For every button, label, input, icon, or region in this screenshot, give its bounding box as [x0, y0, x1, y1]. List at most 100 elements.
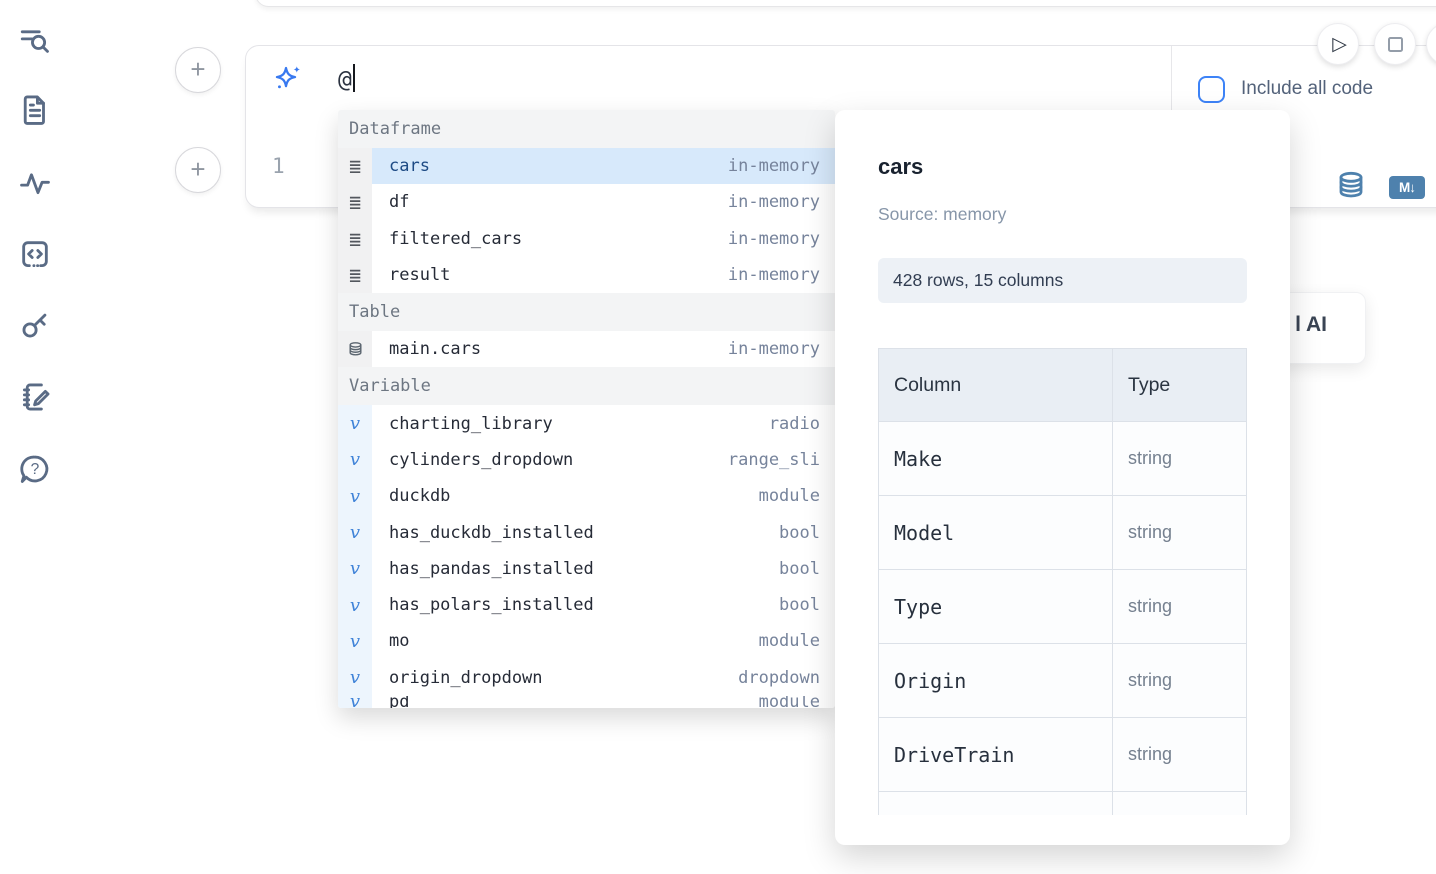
stop-button[interactable] — [1374, 23, 1416, 65]
completion-item-type: bool — [779, 523, 835, 543]
document-icon[interactable] — [18, 93, 54, 129]
schema-column-type: string — [1113, 718, 1247, 792]
schema-row-Type: Typestring — [879, 570, 1247, 644]
completion-item-name: origin_dropdown — [372, 668, 738, 688]
notebook-edit-icon[interactable] — [18, 380, 54, 416]
schema-row-Model: Modelstring — [879, 496, 1247, 570]
include-all-code-label: Include all code — [1241, 78, 1373, 100]
completion-item-type: module — [759, 696, 835, 708]
schema-column-name: Make — [879, 422, 1113, 496]
rows-icon: ≣ — [349, 229, 361, 249]
database-icon — [1335, 170, 1367, 202]
completion-item-type: bool — [779, 559, 835, 579]
svg-text:?: ? — [31, 461, 40, 478]
variable-icon: v — [350, 558, 360, 579]
completion-item-name: has_pandas_installed — [372, 559, 779, 579]
completion-item-has_polars_installed[interactable]: vhas_polars_installedbool — [338, 587, 835, 623]
run-button[interactable]: ▷ — [1317, 23, 1359, 65]
completion-section-header: Table — [338, 293, 835, 331]
completion-item-type: in-memory — [728, 229, 835, 249]
completion-item-main.cars[interactable]: main.carsin-memory — [338, 331, 835, 367]
completion-item-origin_dropdown[interactable]: v origin_dropdowndropdown — [338, 660, 835, 696]
code-snippet-icon[interactable] — [18, 237, 54, 273]
schema-column-name: Model — [879, 496, 1113, 570]
schema-table: ColumnType MakestringModelstringTypestri… — [878, 348, 1247, 815]
completion-item-type: module — [759, 631, 835, 651]
variable-icon: v — [350, 413, 360, 434]
schema-column-type: string — [1113, 422, 1247, 496]
schema-column-type: string — [1113, 644, 1247, 718]
completion-item-has_duckdb_installed[interactable]: vhas_duckdb_installedbool — [338, 514, 835, 550]
completion-item-type: in-memory — [728, 156, 835, 176]
variable-icon: v — [350, 595, 360, 616]
completion-item-result[interactable]: ≣ resultin-memory — [338, 257, 835, 293]
completion-item-name: pd — [372, 696, 759, 708]
completion-item-pd[interactable]: vpdmodule — [338, 696, 835, 708]
completion-menu: Dataframe≣carsin-memory≣dfin-memory≣filt… — [338, 110, 835, 708]
variable-icon: v — [350, 696, 360, 708]
completion-item-type: radio — [769, 414, 835, 434]
completion-section-header: Dataframe — [338, 110, 835, 148]
add-cell-button-top[interactable]: + — [175, 47, 221, 93]
ai-prompt-input[interactable]: @ — [338, 64, 355, 93]
completion-item-name: cars — [372, 156, 728, 176]
completion-item-cylinders_dropdown[interactable]: v cylinders_dropdownrange_sli — [338, 442, 835, 478]
completion-item-cars[interactable]: ≣carsin-memory — [338, 148, 835, 184]
schema-column-name: Type — [879, 570, 1113, 644]
completion-item-df[interactable]: ≣dfin-memory — [338, 184, 835, 220]
rows-icon: ≣ — [349, 192, 361, 212]
markdown-convert-button[interactable]: M↓ — [1389, 176, 1425, 199]
schema-row-Origin: Originstring — [879, 644, 1247, 718]
schema-column-type: string — [1113, 496, 1247, 570]
rows-icon: ≣ — [349, 265, 361, 285]
play-icon: ▷ — [1332, 33, 1347, 56]
add-cell-button-bottom[interactable]: + — [175, 147, 221, 193]
completion-item-name: filtered_cars — [372, 229, 728, 249]
ai-prompt-row[interactable]: @ Include all code — [246, 46, 1436, 110]
schema-column-header: Column — [879, 349, 1113, 422]
help-chat-icon[interactable]: ? — [18, 452, 54, 488]
key-icon[interactable] — [18, 308, 54, 344]
search-toc-icon[interactable] — [18, 24, 54, 60]
ai-card-label: l AI — [1295, 313, 1327, 337]
completion-item-name: cylinders_dropdown — [372, 450, 728, 470]
text-caret — [353, 64, 355, 92]
completion-item-name: result — [372, 265, 728, 285]
variable-icon: v — [350, 486, 360, 507]
completion-item-name: main.cars — [372, 339, 728, 359]
variable-icon: v — [350, 667, 360, 688]
completion-item-type: in-memory — [728, 265, 835, 285]
completion-item-type: module — [759, 486, 835, 506]
schema-column-name: DriveTrain — [879, 718, 1113, 792]
include-all-code-checkbox[interactable] — [1198, 76, 1225, 103]
schema-row-Make: Makestring — [879, 422, 1247, 496]
stop-icon — [1388, 37, 1403, 52]
variable-icon: v — [350, 631, 360, 652]
completion-item-has_pandas_installed[interactable]: v has_pandas_installedbool — [338, 551, 835, 587]
completion-item-mo[interactable]: vmomodule — [338, 623, 835, 659]
panel-source: Source: memory — [878, 204, 1006, 225]
completion-item-type: range_sli — [728, 450, 835, 470]
completion-item-duckdb[interactable]: vduckdbmodule — [338, 478, 835, 514]
data-preview-panel: cars Source: memory 428 rows, 15 columns… — [835, 110, 1290, 845]
schema-row-partial — [879, 792, 1247, 816]
row-column-count-badge: 428 rows, 15 columns — [878, 258, 1247, 303]
completion-item-charting_library[interactable]: vcharting_libraryradio — [338, 405, 835, 441]
completion-item-name: has_polars_installed — [372, 595, 779, 615]
schema-column-type: string — [1113, 570, 1247, 644]
schema-column-header: Type — [1113, 349, 1247, 422]
database-icon — [347, 341, 364, 358]
schema-header-row: ColumnType — [879, 349, 1247, 422]
completion-item-filtered_cars[interactable]: ≣ filtered_carsin-memory — [338, 221, 835, 257]
variable-icon: v — [350, 522, 360, 543]
activity-icon[interactable] — [18, 166, 54, 202]
datasource-button[interactable] — [1335, 170, 1367, 202]
schema-row-DriveTrain: DriveTrainstring — [879, 718, 1247, 792]
variable-icon: v — [350, 449, 360, 470]
completion-item-name: mo — [372, 631, 759, 651]
completion-item-type: dropdown — [738, 668, 835, 688]
schema-column-name: Origin — [879, 644, 1113, 718]
completion-item-type: in-memory — [728, 339, 835, 359]
completion-item-name: df — [372, 192, 728, 212]
